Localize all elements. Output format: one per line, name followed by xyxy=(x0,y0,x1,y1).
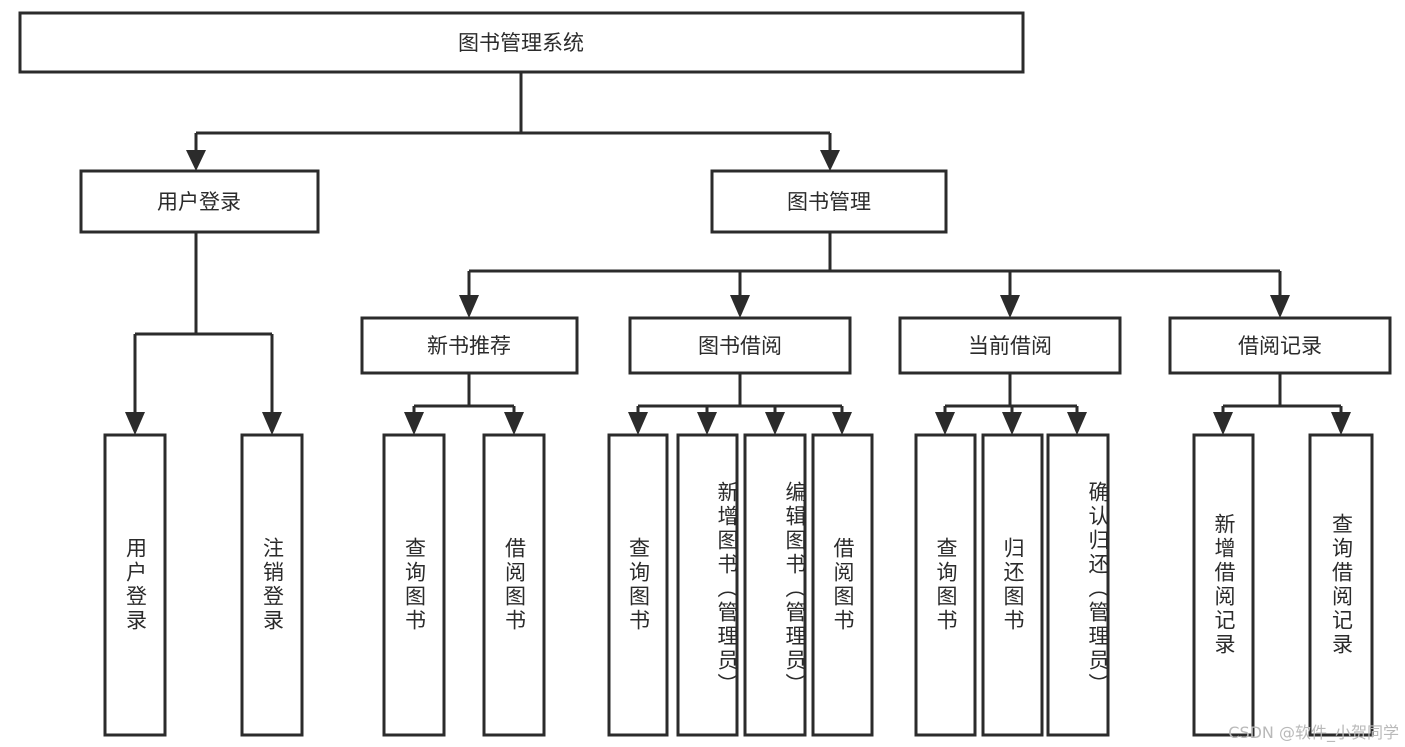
node-book-borrow-label: 图书借阅 xyxy=(698,334,782,358)
connector-root-to-level2 xyxy=(186,72,840,171)
node-root-label: 图书管理系统 xyxy=(458,31,584,55)
node-user-login-label: 用户登录 xyxy=(157,190,241,214)
connector-bookborrow-to-leaves xyxy=(628,373,852,435)
node-root[interactable]: 图书管理系统 xyxy=(18,11,1025,74)
leaf-rect-add-record[interactable] xyxy=(1192,433,1255,737)
node-book-borrow[interactable]: 图书借阅 xyxy=(628,316,852,375)
csdn-watermark: CSDN @软件_小贺同学 xyxy=(1228,723,1399,742)
leaf-rect-edit-book[interactable] xyxy=(743,433,807,737)
leaf-rect-user-login[interactable] xyxy=(103,433,167,737)
leaf-rect-query-book-3[interactable] xyxy=(914,433,977,737)
node-current-borrow-label: 当前借阅 xyxy=(968,334,1052,358)
leaf-rect-query-book-2[interactable] xyxy=(607,433,669,737)
leaf-rect-confirm-return[interactable] xyxy=(1046,433,1110,737)
connector-bookmgmt-to-level3 xyxy=(459,232,1290,318)
connector-userlogin-to-leaves xyxy=(125,232,282,435)
leaf-rect-query-book-1[interactable] xyxy=(382,433,446,737)
connector-borrowrecord-to-leaves xyxy=(1213,373,1351,435)
leaf-rect-borrow-book-1[interactable] xyxy=(482,433,546,737)
node-borrow-record-label: 借阅记录 xyxy=(1238,334,1322,358)
node-current-borrow[interactable]: 当前借阅 xyxy=(898,316,1122,375)
leaf-rect-return-book[interactable] xyxy=(981,433,1044,737)
leaf-rect-query-record[interactable] xyxy=(1308,433,1374,737)
leaf-rect-user-logout[interactable] xyxy=(240,433,304,737)
node-book-management-label: 图书管理 xyxy=(787,190,871,214)
node-user-login[interactable]: 用户登录 xyxy=(79,169,320,234)
node-new-book-recommend-label: 新书推荐 xyxy=(427,334,511,358)
connector-currentborrow-to-leaves xyxy=(935,373,1087,435)
connector-newbook-to-leaves xyxy=(404,373,524,435)
node-new-book-recommend[interactable]: 新书推荐 xyxy=(360,316,579,375)
leaf-rect-borrow-book-2[interactable] xyxy=(811,433,874,737)
leaf-rect-add-book[interactable] xyxy=(676,433,739,737)
node-borrow-record[interactable]: 借阅记录 xyxy=(1168,316,1392,375)
node-book-management[interactable]: 图书管理 xyxy=(710,169,948,234)
